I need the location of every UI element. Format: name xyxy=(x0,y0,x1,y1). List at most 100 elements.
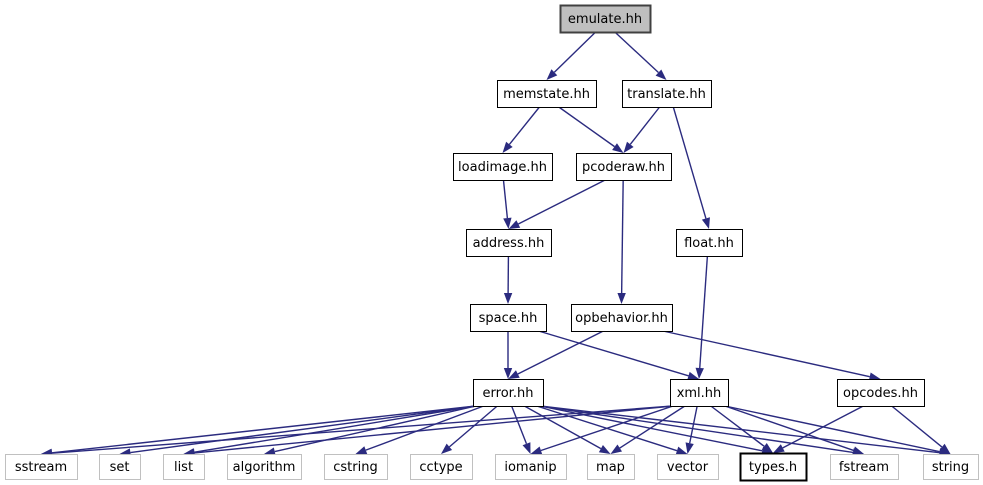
node-box[interactable] xyxy=(324,454,388,480)
node-box[interactable] xyxy=(559,4,652,34)
node-box[interactable] xyxy=(473,379,544,407)
node-box[interactable] xyxy=(227,454,302,480)
node-box[interactable] xyxy=(622,80,712,108)
node-box[interactable] xyxy=(923,454,979,480)
node-label: float.hh xyxy=(684,236,734,251)
edge-line xyxy=(508,106,541,145)
node-pcoderaw[interactable]: pcoderaw.hh xyxy=(576,153,672,181)
node-box[interactable] xyxy=(470,304,547,332)
node-box[interactable] xyxy=(676,229,743,257)
edge-line xyxy=(553,31,597,73)
edge-xml-to-map xyxy=(610,405,686,454)
edge-arrowhead xyxy=(610,444,623,454)
edge-opcodes-to-string xyxy=(891,405,951,454)
node-set[interactable]: set xyxy=(99,454,141,480)
node-vector[interactable]: vector xyxy=(657,454,719,480)
node-string[interactable]: string xyxy=(923,454,979,480)
node-memstate[interactable]: memstate.hh xyxy=(497,80,597,108)
edge-opbehavior-to-opcodes xyxy=(662,330,881,381)
node-cstring[interactable]: cstring xyxy=(324,454,388,480)
edge-line xyxy=(194,405,674,454)
node-float[interactable]: float.hh xyxy=(676,229,743,257)
node-box[interactable] xyxy=(466,229,552,257)
node-box[interactable] xyxy=(453,153,553,181)
edge-arrowhead xyxy=(761,443,773,453)
node-label: emulate.hh xyxy=(568,12,642,27)
edge-arrowhead xyxy=(617,292,626,304)
edge-line xyxy=(540,405,674,452)
edge-translate-to-pcoderaw xyxy=(623,106,661,153)
node-box[interactable] xyxy=(410,454,473,480)
edge-opcodes-to-types xyxy=(773,405,864,453)
edge-arrowhead xyxy=(503,217,512,229)
node-loadimage[interactable]: loadimage.hh xyxy=(453,153,553,181)
node-cctype[interactable]: cctype xyxy=(410,454,473,480)
edge-arrowhead xyxy=(623,141,634,153)
edge-arrowhead xyxy=(503,292,513,304)
edge-line xyxy=(710,405,765,447)
node-label: iomanip xyxy=(504,460,556,475)
node-list[interactable]: list xyxy=(163,454,205,480)
edge-line xyxy=(891,405,943,448)
edge-line xyxy=(510,405,528,445)
edge-error-to-cstring xyxy=(355,405,484,455)
node-algorithm[interactable]: algorithm xyxy=(227,454,302,480)
edge-space-to-xml xyxy=(538,330,699,380)
node-box[interactable] xyxy=(657,454,719,480)
edge-line xyxy=(688,405,698,444)
node-box[interactable] xyxy=(99,454,141,480)
node-xml[interactable]: xml.hh xyxy=(670,379,729,407)
edge-error-to-map xyxy=(524,405,611,454)
node-translate[interactable]: translate.hh xyxy=(622,80,712,108)
node-opcodes[interactable]: opcodes.hh xyxy=(837,379,925,407)
node-box[interactable] xyxy=(587,454,635,480)
node-label: set xyxy=(110,460,130,475)
edge-address-to-space xyxy=(503,255,513,304)
edge-space-to-error xyxy=(503,331,513,379)
node-label: address.hh xyxy=(473,236,545,251)
node-label: memstate.hh xyxy=(503,87,590,102)
node-label: cstring xyxy=(333,460,377,475)
node-types[interactable]: types.h xyxy=(739,452,808,482)
node-box[interactable] xyxy=(495,454,567,480)
node-map[interactable]: map xyxy=(587,454,635,480)
node-box[interactable] xyxy=(576,153,672,181)
node-iomanip[interactable]: iomanip xyxy=(495,454,567,480)
edge-line xyxy=(539,405,940,454)
node-box[interactable] xyxy=(670,379,729,407)
edges-layer xyxy=(41,31,951,458)
edge-line xyxy=(724,405,940,453)
edge-arrowhead xyxy=(773,444,785,453)
edge-error-to-list xyxy=(183,405,477,457)
node-box[interactable] xyxy=(163,454,205,480)
node-space[interactable]: space.hh xyxy=(470,304,547,332)
edge-memstate-to-loadimage xyxy=(502,106,541,153)
node-sstream[interactable]: sstream xyxy=(5,454,78,480)
node-address[interactable]: address.hh xyxy=(466,229,552,257)
node-fstream[interactable]: fstream xyxy=(830,454,899,480)
node-label: sstream xyxy=(15,460,67,475)
edge-emulate-to-memstate xyxy=(546,31,597,80)
node-label: xml.hh xyxy=(677,386,722,401)
node-error[interactable]: error.hh xyxy=(473,379,544,407)
node-label: list xyxy=(174,460,193,475)
edge-line xyxy=(51,405,477,454)
node-emulate[interactable]: emulate.hh xyxy=(559,4,652,34)
node-opbehavior[interactable]: opbehavior.hh xyxy=(571,304,673,332)
node-box[interactable] xyxy=(497,80,597,108)
edge-arrowhead xyxy=(502,141,513,153)
node-box[interactable] xyxy=(837,379,925,407)
edge-arrowhead xyxy=(522,442,531,454)
node-box[interactable] xyxy=(830,454,899,480)
edge-arrowhead xyxy=(701,217,710,229)
edge-line xyxy=(130,405,477,454)
node-label: algorithm xyxy=(233,460,296,475)
edge-arrowhead xyxy=(868,372,881,381)
edge-line xyxy=(619,405,686,449)
node-label: opbehavior.hh xyxy=(575,311,668,326)
node-box[interactable] xyxy=(571,304,673,332)
edge-arrowhead xyxy=(612,143,624,153)
edge-error-to-set xyxy=(119,405,477,457)
node-box[interactable] xyxy=(739,452,808,482)
node-box[interactable] xyxy=(5,454,78,480)
